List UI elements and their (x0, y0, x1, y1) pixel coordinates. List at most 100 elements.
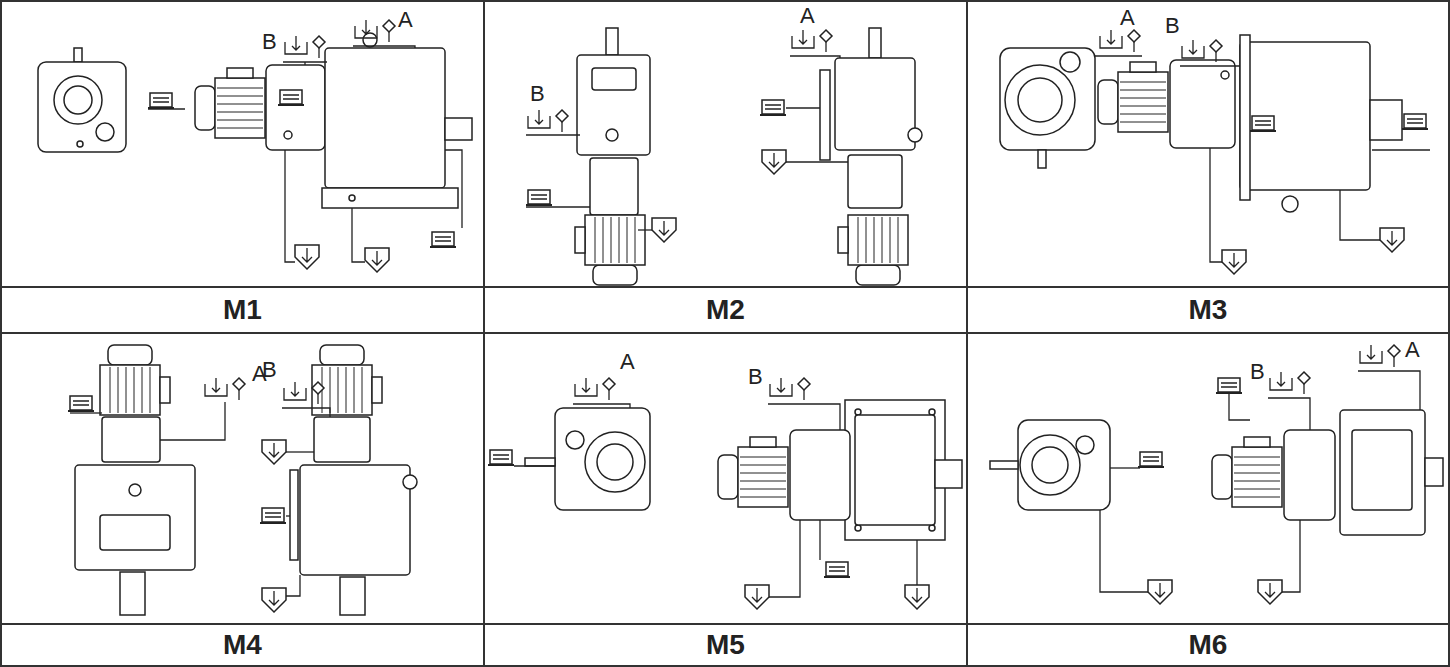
outline-line (786, 161, 848, 162)
outline-line (1100, 510, 1148, 592)
rect-shape (325, 48, 445, 188)
outline-line (286, 451, 314, 452)
symbol-instance (148, 93, 174, 108)
position-label: M5 (485, 623, 966, 665)
position-label: M2 (485, 286, 966, 332)
rect-shape (590, 158, 638, 215)
callout-letter: A (800, 4, 815, 28)
rect-shape (1018, 420, 1110, 510)
symbol-instance (1182, 40, 1222, 62)
symbol-instance (430, 232, 456, 247)
gearbox-m5 (488, 378, 962, 609)
outline-line (573, 404, 630, 408)
callout-letter: B (262, 358, 277, 382)
circle-shape (64, 86, 92, 114)
symbol-instance (1222, 250, 1246, 274)
rect-shape (340, 577, 365, 615)
rect-shape (266, 65, 325, 150)
symbol-instance (770, 378, 810, 400)
callout-letter: B (748, 365, 763, 389)
position-label: M4 (2, 623, 483, 665)
symbol-instance (262, 588, 286, 612)
rect-shape (990, 461, 1018, 469)
symbol-instance (575, 378, 615, 400)
gearbox-m4 (68, 345, 417, 615)
symbol-instance (1270, 372, 1310, 394)
symbol-instance (762, 150, 786, 174)
circle-shape (855, 409, 861, 415)
symbol-instance (760, 100, 786, 115)
symbol-instance (1258, 580, 1282, 604)
symbol-instance (205, 378, 245, 400)
circle-shape (585, 432, 645, 492)
symbol-instance (1216, 378, 1242, 393)
outline-line (769, 520, 800, 597)
circle-shape (54, 76, 102, 124)
circle-shape (606, 129, 618, 141)
outline-line (70, 412, 102, 413)
outline-line (526, 206, 590, 207)
rect-shape (120, 572, 145, 615)
symbol-instance (68, 396, 94, 411)
circle-shape (129, 484, 141, 496)
symbol-instance (284, 382, 324, 404)
mounting-panel: M6 (966, 332, 1450, 667)
rect-shape (820, 70, 830, 160)
rect-shape (1425, 458, 1443, 486)
outline-line (286, 575, 300, 596)
rect-shape (848, 155, 902, 208)
rect-shape (300, 465, 410, 575)
symbol-instance (824, 562, 850, 577)
circle-shape (363, 33, 377, 47)
callout-letter: A (398, 8, 413, 32)
outline-line (526, 134, 580, 135)
symbol-instance (312, 345, 382, 415)
circle-shape (1032, 447, 1068, 483)
symbol-instance (792, 30, 832, 52)
callout-letter: B (1250, 360, 1265, 384)
circle-shape (1282, 196, 1298, 212)
callout-letter: B (1165, 14, 1180, 38)
rect-shape (577, 55, 650, 155)
rect-shape (592, 68, 636, 90)
rect-shape (525, 458, 555, 466)
outline-line (916, 540, 917, 585)
symbol-instance (1402, 114, 1428, 129)
symbol-instance (278, 90, 304, 105)
outline-line (1180, 65, 1240, 66)
mounting-panel: M4 (0, 332, 485, 667)
rect-shape (1038, 150, 1046, 168)
gearbox-m6 (990, 345, 1443, 604)
gearbox-m1 (38, 20, 472, 272)
symbol-instance (1212, 437, 1282, 507)
rect-shape (935, 460, 962, 488)
outline-line (1229, 394, 1250, 420)
rect-shape (38, 62, 126, 152)
symbol-instance (1380, 228, 1404, 252)
rect-shape (314, 417, 370, 462)
circle-shape (929, 409, 935, 415)
symbol-instance (262, 440, 286, 464)
outline-line (286, 515, 290, 516)
circle-shape (1221, 71, 1229, 79)
outline-line (786, 107, 820, 108)
symbol-instance (1148, 580, 1172, 604)
symbol-instance (488, 450, 514, 465)
rect-shape (100, 515, 170, 550)
symbol-instance (838, 215, 908, 285)
symbol-instance (1098, 62, 1168, 132)
outline-line (1268, 398, 1310, 430)
rect-shape (1240, 42, 1370, 190)
circle-shape (855, 525, 861, 531)
rect-shape (74, 48, 82, 62)
position-label: M6 (968, 623, 1448, 665)
circle-shape (77, 141, 83, 147)
circle-shape (929, 525, 935, 531)
position-label: M3 (968, 286, 1448, 332)
outline-line (1095, 55, 1142, 56)
symbol-instance (100, 345, 170, 415)
gearbox-m2 (526, 28, 922, 285)
outline-line (285, 150, 295, 262)
rect-shape (1340, 410, 1425, 535)
